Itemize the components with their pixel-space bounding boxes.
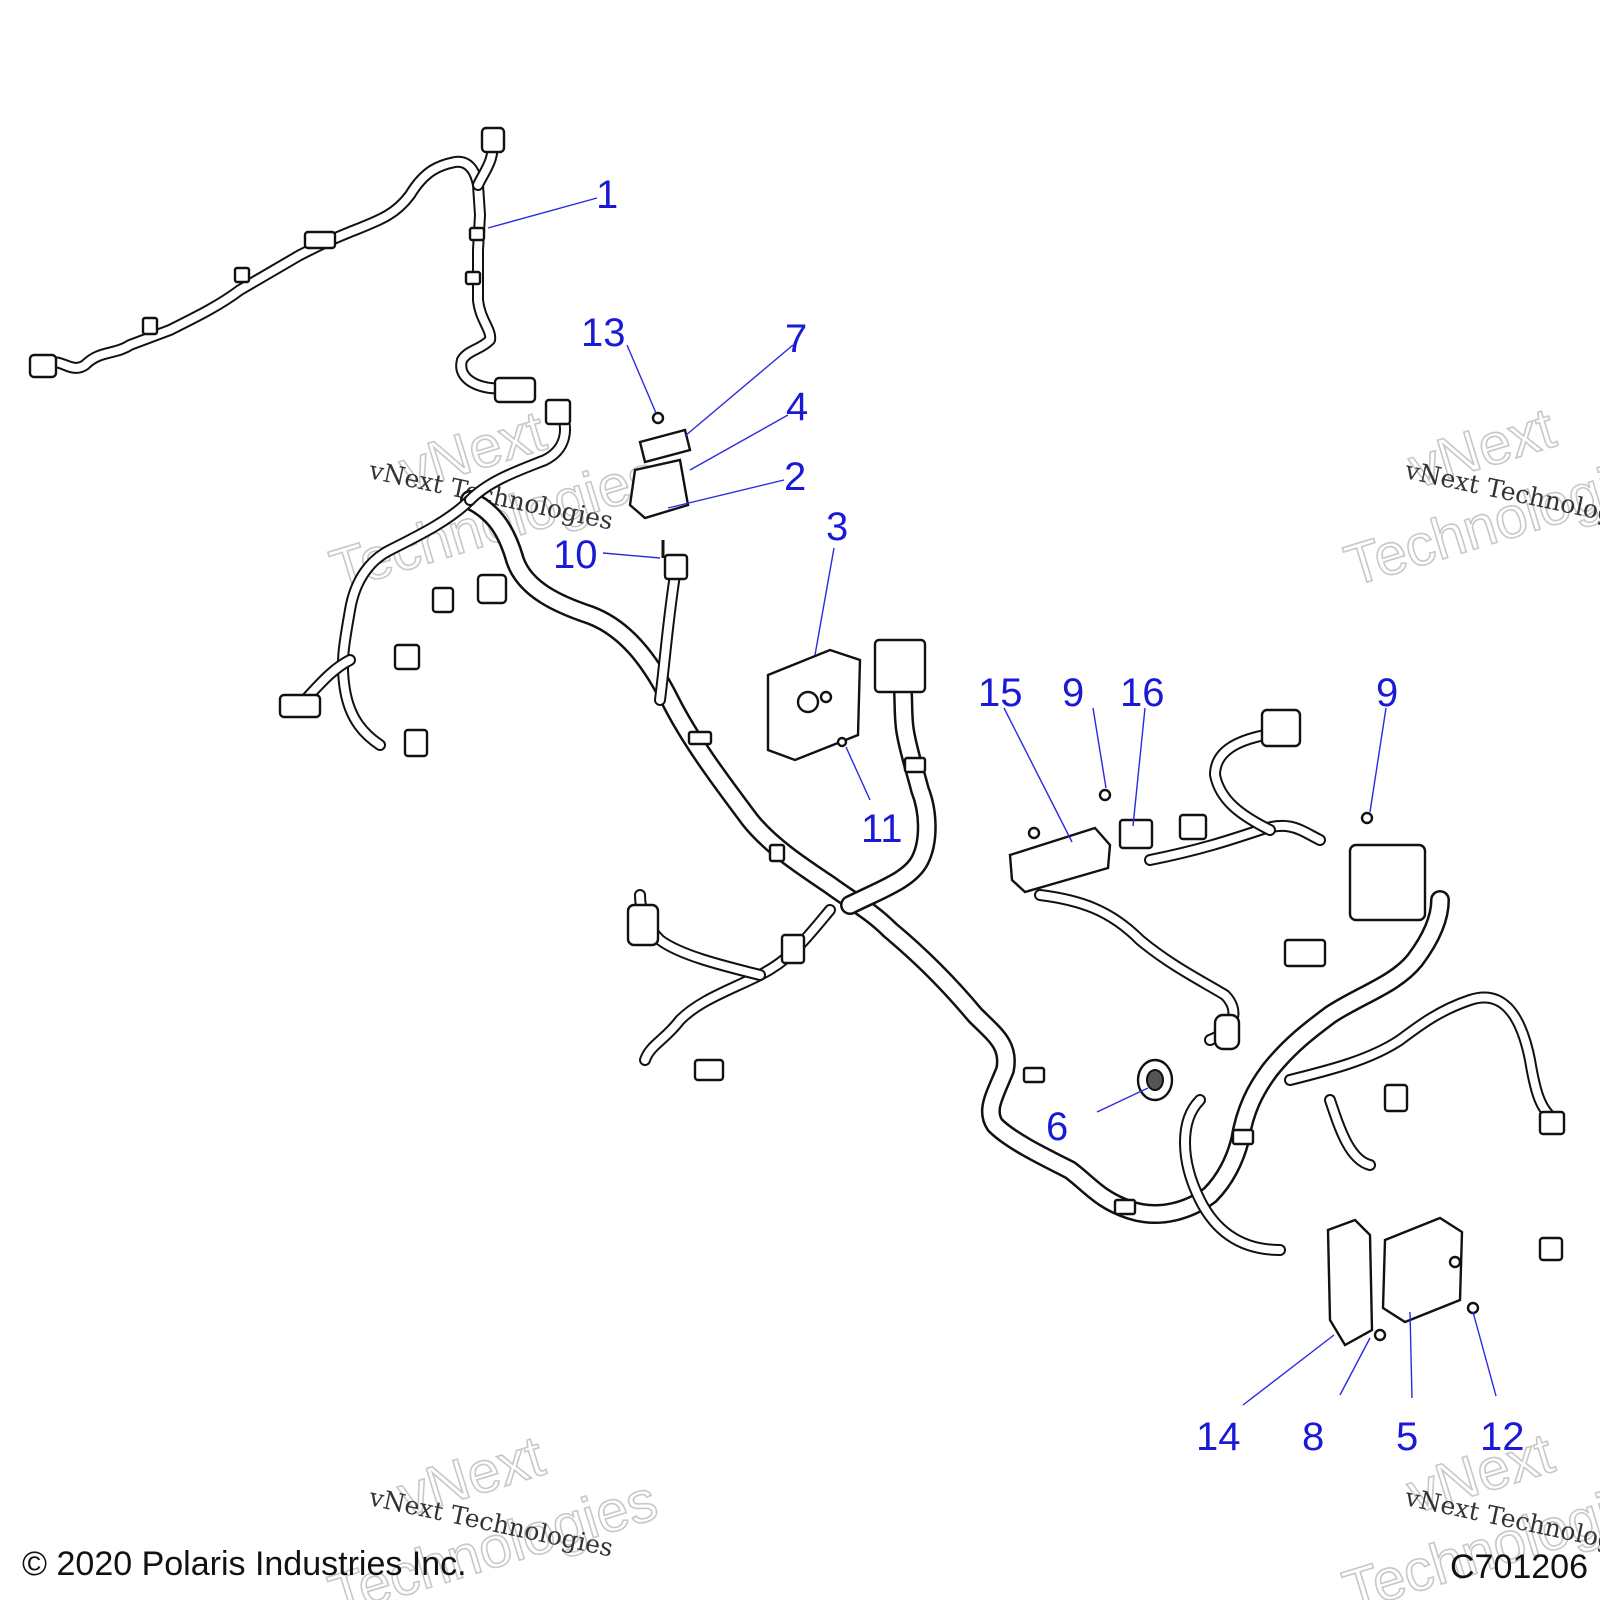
connector-icon <box>693 1058 725 1082</box>
connector-icon <box>476 573 508 605</box>
relay-icon <box>1213 1013 1241 1051</box>
connector-icon <box>1118 818 1154 850</box>
clip-icon <box>1231 1128 1255 1146</box>
connector-icon <box>1383 1083 1409 1113</box>
grommet <box>1136 1058 1174 1102</box>
connector-icon <box>663 553 689 581</box>
callout-15: 15 <box>978 671 1023 715</box>
connector-icon <box>28 353 58 379</box>
callout-14: 14 <box>1196 1415 1241 1459</box>
callout-6: 6 <box>1046 1105 1068 1149</box>
connector-icon <box>1260 708 1302 748</box>
copyright-text: © 2020 Polaris Industries Inc. <box>22 1545 467 1583</box>
callout-16: 16 <box>1120 671 1165 715</box>
figure-code: C701206 <box>1450 1548 1588 1586</box>
connector-icon <box>544 398 572 426</box>
callout-7: 7 <box>785 317 807 361</box>
connector-icon <box>780 933 806 965</box>
connector-icon <box>1178 813 1208 841</box>
clip-icon <box>1022 1066 1046 1084</box>
connector-icon <box>1538 1236 1564 1262</box>
callout-9: 9 <box>1376 671 1398 715</box>
bracket-plate <box>1008 788 1374 894</box>
ecu-connector-icon <box>873 638 927 694</box>
connector-icon <box>1538 1110 1566 1136</box>
callout-12: 12 <box>1480 1415 1525 1459</box>
callout-5: 5 <box>1396 1415 1418 1459</box>
callout-2: 2 <box>784 455 806 499</box>
connector-icon <box>1283 938 1327 968</box>
connector-icon <box>393 643 421 671</box>
ecu-module <box>766 648 862 762</box>
clip-icon <box>141 316 159 336</box>
clip-icon <box>1113 1198 1137 1216</box>
clip-icon <box>464 270 482 286</box>
callout-8: 8 <box>1302 1415 1324 1459</box>
module-bracket-assembly <box>628 411 692 558</box>
callout-4: 4 <box>786 385 808 429</box>
connector-icon <box>303 230 337 250</box>
connector-icon <box>480 126 506 154</box>
connector-icon <box>431 586 455 614</box>
leader-lines <box>487 197 1497 1406</box>
connector-icon <box>278 693 322 719</box>
clip-icon <box>687 730 713 746</box>
main-harness <box>278 398 1566 1262</box>
callout-labels: 1 2 3 4 5 6 7 8 9 9 10 11 12 13 14 15 16 <box>553 173 1525 1459</box>
callout-11: 11 <box>861 807 903 851</box>
callout-13: 13 <box>581 311 626 355</box>
callout-9: 9 <box>1062 671 1084 715</box>
connector-icon <box>403 728 429 758</box>
clip-icon <box>468 226 486 242</box>
connector-icon <box>493 376 537 404</box>
screw-icon <box>836 736 848 748</box>
clip-icon <box>768 843 786 863</box>
clip-icon <box>233 266 251 284</box>
regulator-assembly <box>1326 1216 1480 1347</box>
connector-icon <box>626 903 660 947</box>
fuse-box-icon <box>1348 843 1427 922</box>
clip-icon <box>903 756 927 774</box>
callout-1: 1 <box>596 173 618 217</box>
callout-10: 10 <box>553 533 598 577</box>
callout-3: 3 <box>826 505 848 549</box>
upper-harness <box>28 126 537 404</box>
